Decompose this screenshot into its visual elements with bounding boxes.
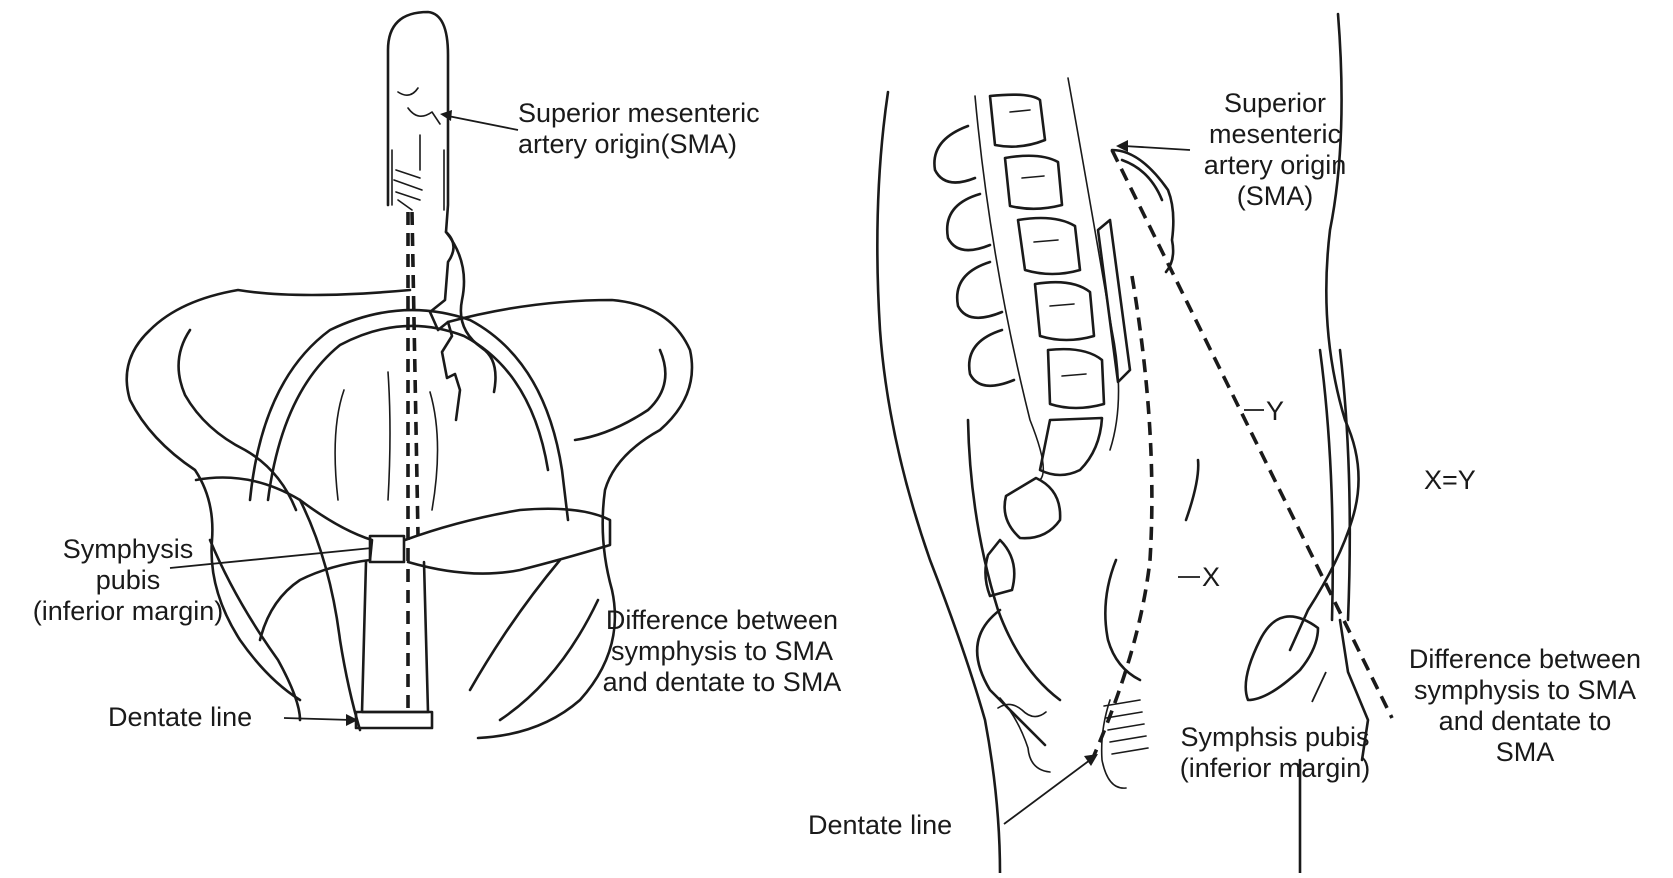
right-sma-label-line-3: artery origin: [1180, 150, 1370, 181]
aorta-outline: [388, 12, 460, 420]
left-measure-line-2: [412, 212, 418, 535]
spinal-canal: [975, 96, 1043, 480]
right-obturator: [470, 560, 560, 690]
anal-region: [1000, 698, 1126, 788]
spinous-processes: [934, 126, 1014, 386]
symphysis-leader-right: [1312, 672, 1326, 702]
right-symphysis-label-line-1: Symphsis pubis: [1160, 722, 1390, 753]
aorta-tube: [1098, 220, 1130, 382]
right-ilium-inner: [575, 350, 665, 440]
rectum-curve: [1105, 560, 1140, 680]
aorta-front: [1068, 78, 1119, 450]
right-symphysis-label: Symphsis pubis (inferior margin): [1160, 722, 1390, 784]
y-label: Y: [1266, 396, 1284, 427]
left-sma-label-line-1: Superior mesenteric: [518, 98, 760, 129]
left-dentate-label: Dentate line: [108, 702, 252, 733]
right-sma-label: Superior mesenteric artery origin (SMA): [1180, 88, 1370, 212]
right-difference-label-line-2: symphysis to SMA: [1380, 675, 1670, 706]
dentate-leader: [284, 718, 352, 720]
left-difference-label-line-1: Difference between: [572, 605, 872, 636]
dentate-arrow-right: [1084, 754, 1098, 766]
vertebral-column: [985, 95, 1104, 596]
right-difference-label-line-3: and dentate to: [1380, 706, 1670, 737]
anal-canal: [362, 562, 428, 712]
right-sma-label-line-4: (SMA): [1180, 181, 1370, 212]
pubic-bone: [1246, 616, 1318, 700]
bladder-top: [1186, 460, 1198, 520]
coil-segment: [394, 170, 422, 210]
right-difference-label-line-1: Difference between: [1380, 644, 1670, 675]
left-difference-label-line-3: and dentate to SMA: [572, 667, 872, 698]
right-sma-label-line-1: Superior: [1180, 88, 1370, 119]
dentate-marks: [1104, 700, 1148, 754]
sma-branches: [398, 88, 440, 170]
left-symphysis-label-line-3: (inferior margin): [8, 596, 248, 627]
sma-arrow: [440, 110, 452, 121]
right-difference-label: Difference between symphysis to SMA and …: [1380, 644, 1670, 768]
dentate-leader-right: [1004, 760, 1090, 824]
x-label: X: [1202, 562, 1220, 593]
right-dentate-label: Dentate line: [808, 810, 952, 841]
dentate-box: [356, 712, 432, 728]
left-difference-label: Difference between symphysis to SMA and …: [572, 605, 872, 698]
back-contour: [877, 92, 1000, 873]
right-sma-label-line-2: mesenteric: [1180, 119, 1370, 150]
right-difference-label-line-4: SMA: [1380, 737, 1670, 768]
left-sma-label: Superior mesenteric artery origin(SMA): [518, 98, 760, 160]
left-sma-label-line-2: artery origin(SMA): [518, 129, 760, 160]
left-symphysis-label-line-1: Symphysis: [8, 534, 248, 565]
sma-leader: [448, 116, 518, 130]
sacrum-lines: [335, 372, 437, 510]
left-obturator: [300, 500, 360, 730]
equation-label: X=Y: [1424, 465, 1476, 496]
right-symphysis-label-line-2: (inferior margin): [1160, 753, 1390, 784]
left-ilium-inner: [179, 330, 296, 510]
left-symphysis-label-line-2: pubis: [8, 565, 248, 596]
abdominal-wall: [1320, 350, 1350, 620]
line-x: [1092, 276, 1152, 760]
right-pubic-ramus: [405, 509, 610, 574]
symphysis-box: [370, 536, 404, 562]
sacrum-curve: [968, 420, 1060, 700]
left-difference-label-line-2: symphysis to SMA: [572, 636, 872, 667]
left-symphysis-label: Symphysis pubis (inferior margin): [8, 534, 248, 627]
